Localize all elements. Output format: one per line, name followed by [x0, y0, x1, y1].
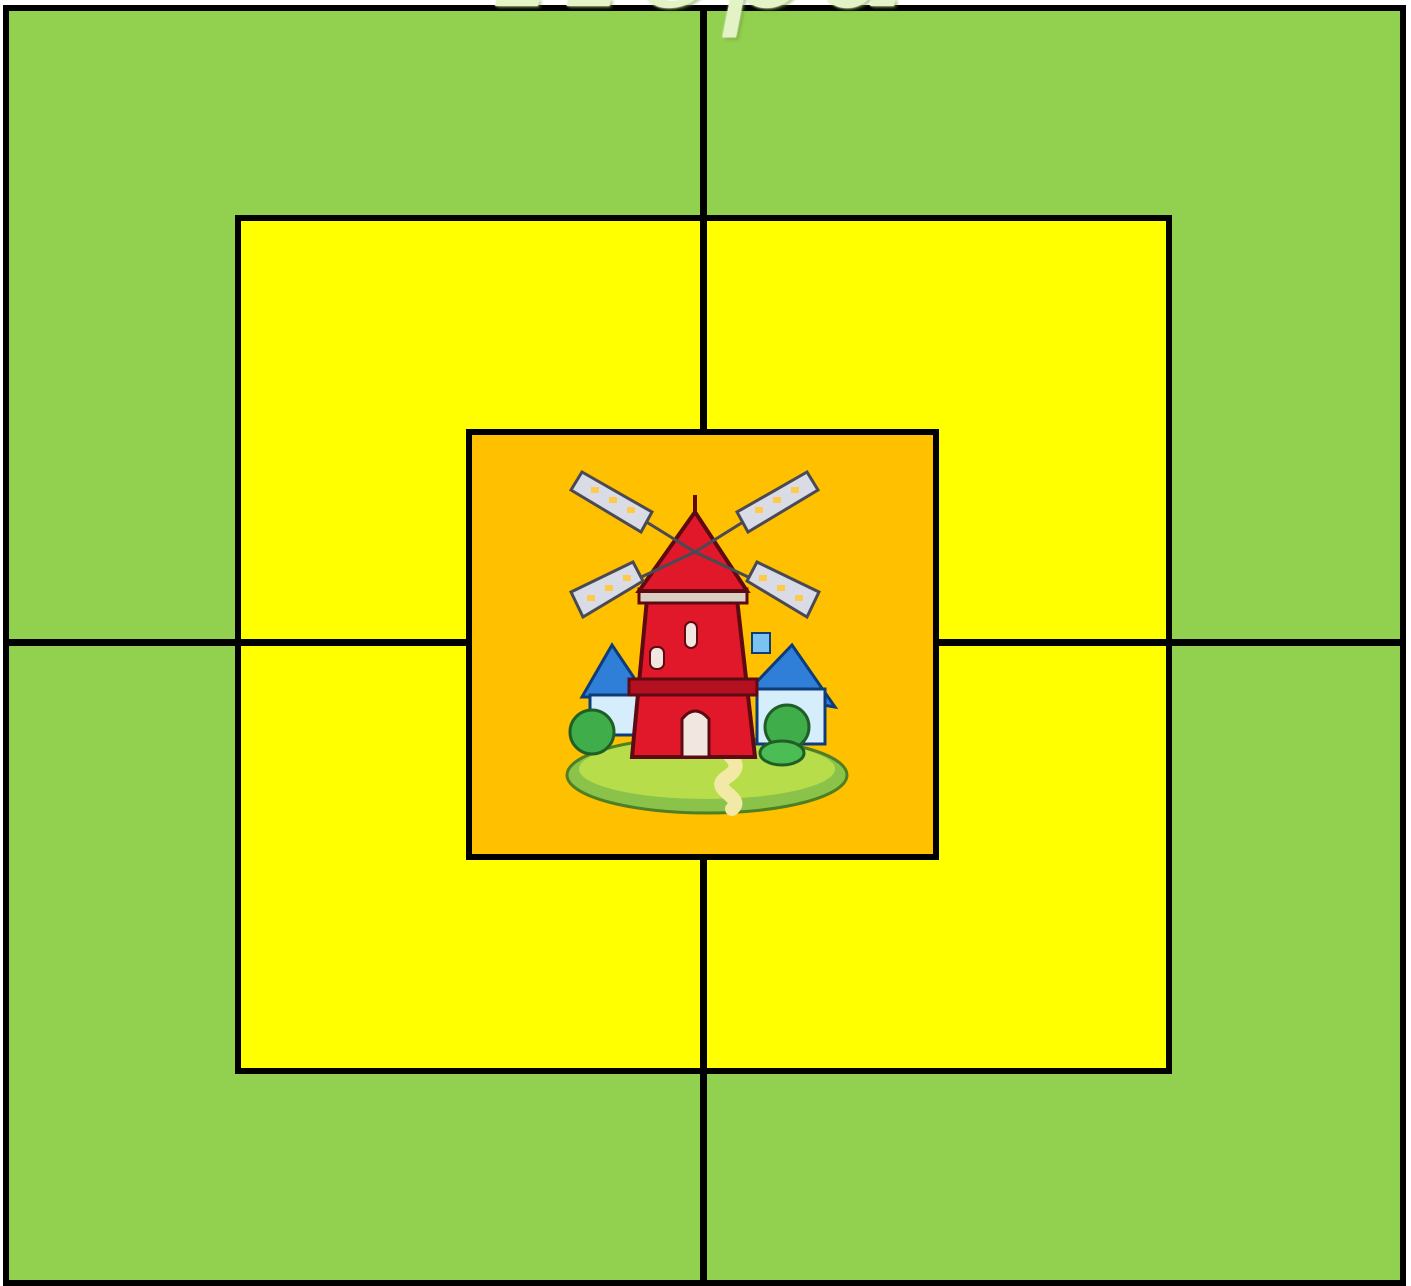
- center-square[interactable]: [466, 429, 939, 860]
- cell-outer-top-left[interactable]: [9, 11, 235, 215]
- cell-middle-bottom-left[interactable]: [241, 860, 466, 1068]
- cell-middle-bottom-right[interactable]: [939, 860, 1166, 1068]
- cell-outer-bottom-right[interactable]: [1172, 1074, 1394, 1274]
- cell-middle-top-left[interactable]: [241, 221, 466, 429]
- windmill-icon: [557, 457, 857, 822]
- cell-outer-top-right[interactable]: [1172, 11, 1394, 215]
- cell-outer-bottom-left[interactable]: [9, 1074, 235, 1274]
- cell-middle-top-right[interactable]: [939, 221, 1166, 429]
